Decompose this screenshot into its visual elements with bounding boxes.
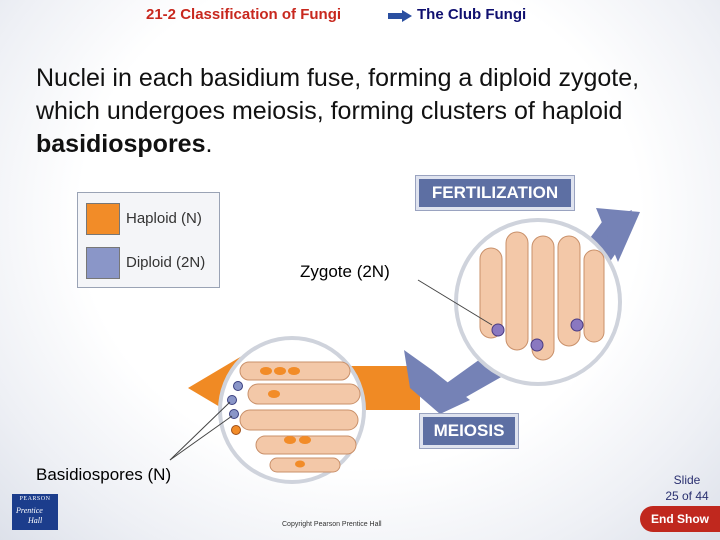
legend-item-diploid: Diploid (2N) xyxy=(86,247,214,279)
blue-arrow-meiosis xyxy=(404,350,470,414)
arrow-right-icon xyxy=(388,9,412,27)
zygote-nucleus xyxy=(491,323,505,337)
spore-pointer-line xyxy=(169,415,233,461)
spore-pointer-line xyxy=(169,401,231,461)
basidium-cells-left xyxy=(239,361,361,473)
legend-label: Diploid (2N) xyxy=(126,254,206,271)
slide-header: 21-2 Classification of Fungi The Club Fu… xyxy=(0,0,720,30)
body-bold-term: basidiospores xyxy=(36,130,206,158)
topic-title: The Club Fungi xyxy=(417,6,527,23)
basidiospores-label: Basidiospores (N) xyxy=(36,465,172,484)
zygote-label: Zygote (2N) xyxy=(300,262,390,281)
body-paragraph: Nuclei in each basidium fuse, forming a … xyxy=(36,62,706,161)
zygote-pointer-line xyxy=(417,279,493,326)
legend-item-haploid: Haploid (N) xyxy=(86,203,214,235)
slide-counter: Slide 25 of 44 xyxy=(660,472,714,504)
slide-counter-value: 25 of 44 xyxy=(665,489,709,503)
body-text-main: Nuclei in each basidium fuse, forming a … xyxy=(36,64,640,125)
zygote-nucleus xyxy=(570,318,584,332)
logo-prentice: Prentice xyxy=(16,506,43,515)
blue-arrow-head xyxy=(596,208,640,262)
slide-counter-label: Slide xyxy=(673,473,701,487)
haploid-nuclei xyxy=(260,367,311,468)
section-title: 21-2 Classification of Fungi xyxy=(146,6,342,23)
copyright-text: Copyright Pearson Prentice Hall xyxy=(282,521,382,528)
legend: Haploid (N) Diploid (2N) xyxy=(77,192,220,288)
diploid-swatch xyxy=(86,247,120,279)
fertilization-label: FERTILIZATION xyxy=(416,176,574,210)
pearson-logo: PEARSON Prentice Hall xyxy=(12,494,58,530)
body-text-end: . xyxy=(205,130,213,158)
logo-pearson: PEARSON xyxy=(19,496,51,502)
meiosis-label: MEIOSIS xyxy=(420,414,518,448)
haploid-swatch xyxy=(86,203,120,235)
logo-hall: Hall xyxy=(28,516,43,525)
zygote-nucleus xyxy=(530,338,544,352)
legend-label: Haploid (N) xyxy=(126,210,202,227)
end-show-button[interactable]: End Show xyxy=(640,506,720,532)
basidia-cells xyxy=(479,231,605,361)
